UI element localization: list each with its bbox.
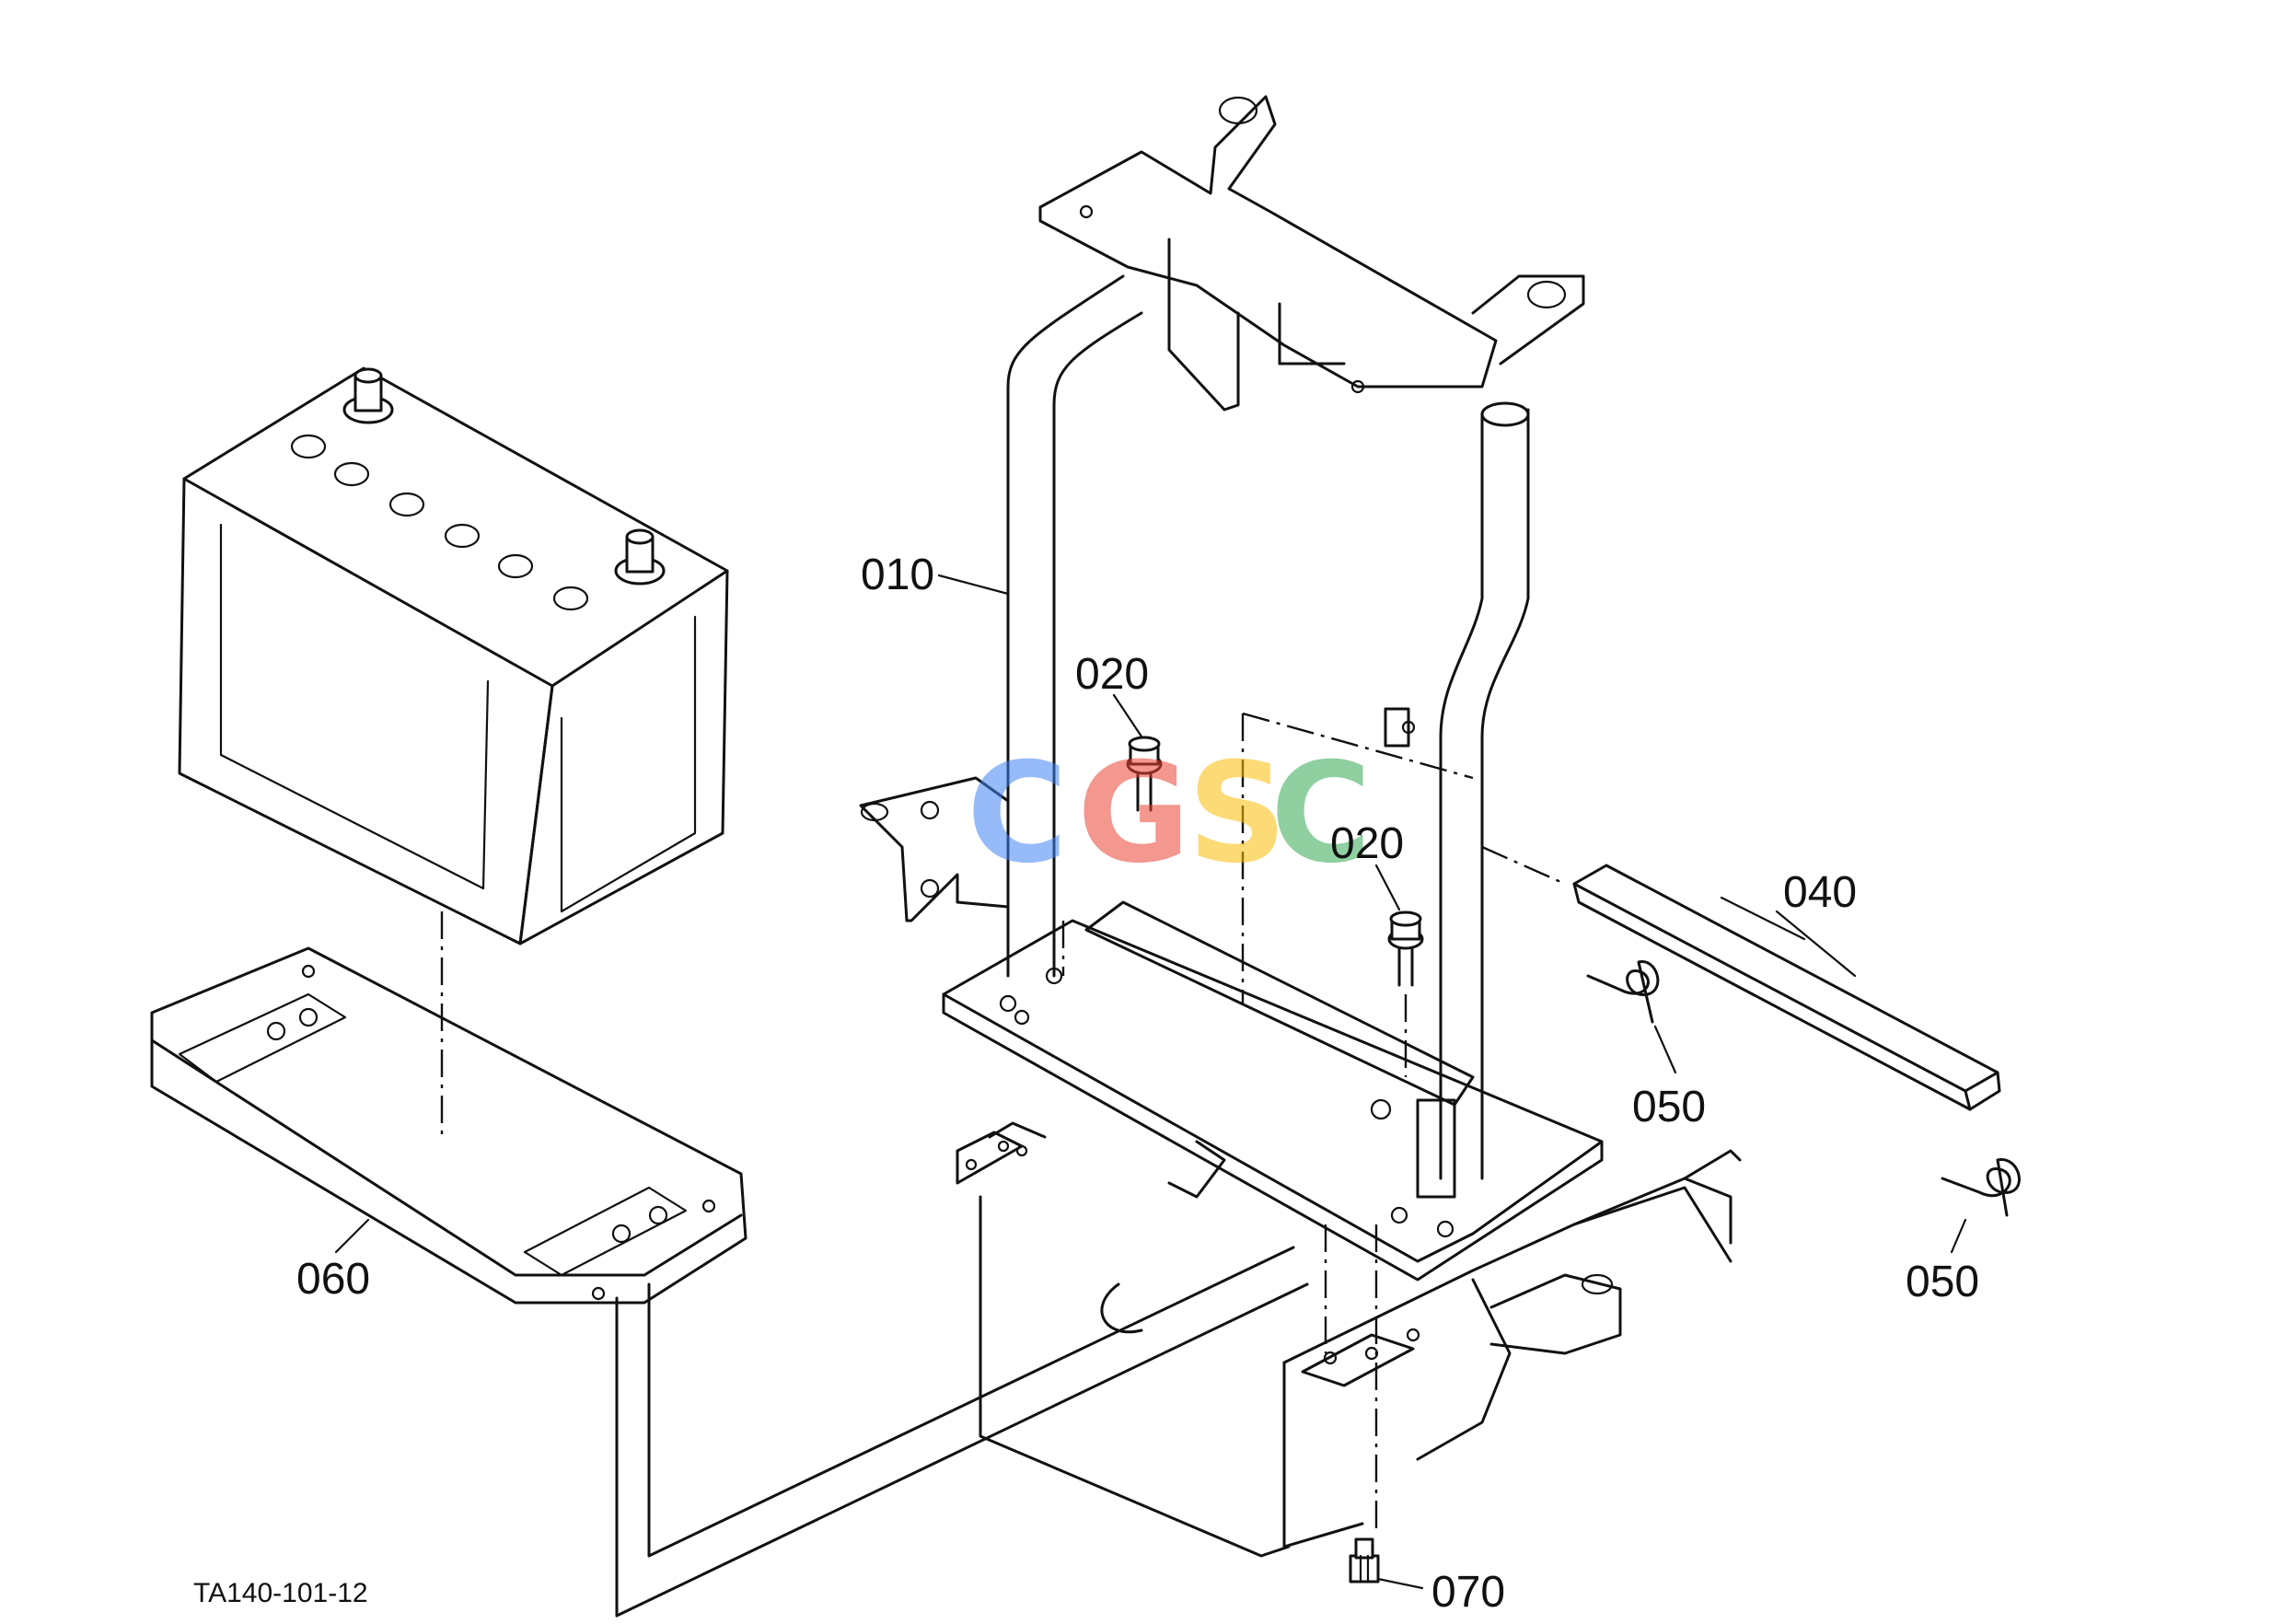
- assembly-lines: [440, 712, 1566, 1528]
- part-label-020-lower: 020: [1330, 819, 1404, 868]
- battery-base-plate: [150, 946, 747, 1305]
- bolt-020-a: [1126, 736, 1163, 812]
- watermark-letter-4: C: [1270, 734, 1372, 894]
- clamp-bar: [1572, 864, 2001, 1111]
- spring-clip-a: [1586, 960, 1660, 1024]
- chassis-section: [615, 1121, 1742, 1618]
- leader-lines: [334, 574, 1967, 1590]
- watermark-letter-3: S: [1188, 734, 1287, 894]
- terminal-negative: [342, 367, 394, 424]
- part-label-010: 010: [861, 551, 934, 599]
- part-label-050-left: 050: [1632, 1083, 1706, 1131]
- nut-070: [1349, 1537, 1380, 1583]
- battery: [178, 366, 729, 945]
- watermark-letter-1: C: [967, 734, 1068, 894]
- part-label-060: 060: [296, 1255, 370, 1304]
- spring-clip-b: [1941, 1158, 2021, 1217]
- watermark: C G S C: [967, 734, 1372, 894]
- part-label-050-right: 050: [1906, 1258, 1979, 1306]
- bolt-020-b: [1387, 911, 1424, 987]
- part-label-040: 040: [1783, 868, 1857, 917]
- battery-frame: [859, 95, 1604, 1282]
- part-labels: 010 020 020 040 050 050 060 070 TA140-10…: [193, 551, 1979, 1617]
- watermark-letter-2: G: [1077, 734, 1190, 894]
- part-label-070: 070: [1431, 1568, 1505, 1617]
- part-label-020-upper: 020: [1075, 650, 1149, 699]
- drawing-code: TA140-101-12: [193, 1578, 368, 1608]
- cell-caps: [290, 434, 589, 611]
- terminal-positive: [614, 528, 666, 586]
